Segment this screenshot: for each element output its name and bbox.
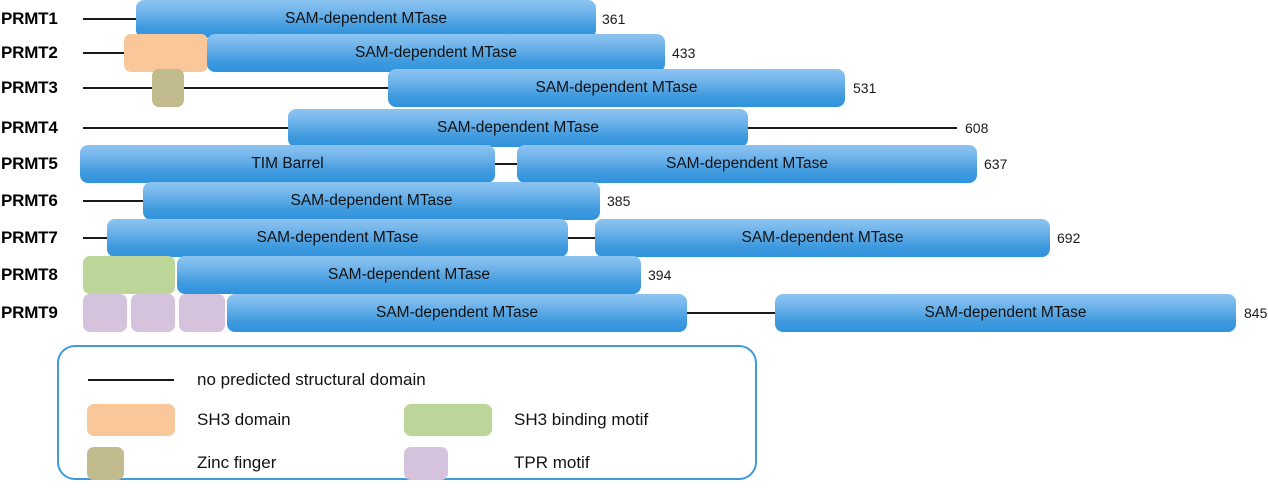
protein-row-prmt7: PRMT7 SAM-dependent MTase SAM-dependent … — [0, 219, 1268, 257]
legend-label-sh3-domain: SH3 domain — [197, 410, 291, 429]
domain-sam-dependent-mtase-2[interactable]: SAM-dependent MTase — [775, 294, 1236, 332]
backbone-line — [83, 52, 128, 54]
backbone-line-linker — [563, 237, 599, 239]
domain-sam-dependent-mtase[interactable]: SAM-dependent MTase — [388, 69, 845, 107]
backbone-line-linker — [683, 312, 779, 314]
backbone-line — [83, 87, 390, 89]
domain-sh3[interactable] — [124, 34, 208, 72]
protein-length-label: 385 — [607, 193, 631, 209]
legend-label-no-predicted-structural-domain: no predicted structural domain — [197, 370, 426, 389]
legend-swatch-sh3-domain — [87, 404, 175, 436]
protein-name-label: PRMT7 — [1, 228, 58, 247]
backbone-line — [83, 237, 111, 239]
backbone-line — [490, 163, 520, 165]
domain-sam-dependent-mtase[interactable]: SAM-dependent MTase — [288, 109, 748, 147]
domain-zinc-finger[interactable] — [152, 69, 184, 107]
protein-row-prmt3: PRMT3 SAM-dependent MTase 531 — [0, 69, 1268, 107]
protein-row-prmt4: PRMT4 SAM-dependent MTase 608 — [0, 109, 1268, 147]
protein-name-label: PRMT2 — [1, 43, 58, 62]
protein-row-prmt9: PRMT9 SAM-dependent MTase SAM-dependent … — [0, 294, 1268, 332]
domain-sam-dependent-mtase[interactable]: SAM-dependent MTase — [227, 294, 687, 332]
protein-name-label: PRMT9 — [1, 303, 58, 322]
protein-length-label: 608 — [965, 120, 989, 136]
domain-sam-dependent-mtase[interactable]: SAM-dependent MTase — [143, 182, 600, 220]
protein-name-label: PRMT8 — [1, 265, 58, 284]
protein-name-label: PRMT4 — [1, 118, 58, 137]
legend-swatch-no-domain-line — [88, 379, 174, 381]
domain-sh3-binding-motif[interactable] — [83, 256, 175, 294]
protein-length-label: 394 — [648, 267, 672, 283]
protein-length-label: 361 — [602, 11, 626, 27]
protein-length-label: 531 — [853, 80, 877, 96]
domain-tpr-motif-1[interactable] — [83, 294, 127, 332]
protein-name-label: PRMT1 — [1, 9, 58, 28]
protein-length-label: 637 — [984, 156, 1008, 172]
protein-row-prmt5: PRMT5 TIM Barrel SAM-dependent MTase 637 — [0, 145, 1268, 183]
legend-swatch-sh3-binding-motif — [404, 404, 492, 436]
backbone-line — [83, 18, 143, 20]
backbone-line — [83, 200, 145, 202]
domain-sam-dependent-mtase[interactable]: SAM-dependent MTase — [207, 34, 665, 72]
domain-sam-dependent-mtase[interactable]: SAM-dependent MTase — [517, 145, 977, 183]
protein-row-prmt8: PRMT8 SAM-dependent MTase 394 — [0, 256, 1268, 294]
legend-label-zinc-finger: Zinc finger — [197, 453, 277, 472]
protein-row-prmt2: PRMT2 SAM-dependent MTase 433 — [0, 34, 1268, 72]
protein-name-label: PRMT5 — [1, 154, 58, 173]
legend-label-sh3-binding-motif: SH3 binding motif — [514, 410, 649, 429]
protein-row-prmt6: PRMT6 SAM-dependent MTase 385 — [0, 182, 1268, 220]
legend-box: no predicted structural domain SH3 domai… — [57, 345, 757, 480]
protein-length-label: 845 — [1244, 305, 1268, 321]
protein-length-label: 433 — [672, 45, 696, 61]
domain-sam-dependent-mtase-2[interactable]: SAM-dependent MTase — [595, 219, 1050, 257]
legend-swatch-zinc-finger — [87, 447, 124, 480]
protein-name-label: PRMT3 — [1, 78, 58, 97]
protein-row-prmt1: PRMT1 SAM-dependent MTase 361 — [0, 0, 1268, 38]
domain-tim-barrel[interactable]: TIM Barrel — [80, 145, 495, 183]
domain-sam-dependent-mtase[interactable]: SAM-dependent MTase — [136, 0, 596, 38]
protein-name-label: PRMT6 — [1, 191, 58, 210]
domain-sam-dependent-mtase[interactable]: SAM-dependent MTase — [107, 219, 568, 257]
domain-tpr-motif-3[interactable] — [179, 294, 225, 332]
domain-tpr-motif-2[interactable] — [131, 294, 175, 332]
legend-label-tpr-motif: TPR motif — [514, 453, 590, 472]
protein-length-label: 692 — [1057, 230, 1081, 246]
legend-swatch-tpr-motif — [404, 447, 448, 480]
domain-sam-dependent-mtase[interactable]: SAM-dependent MTase — [177, 256, 641, 294]
